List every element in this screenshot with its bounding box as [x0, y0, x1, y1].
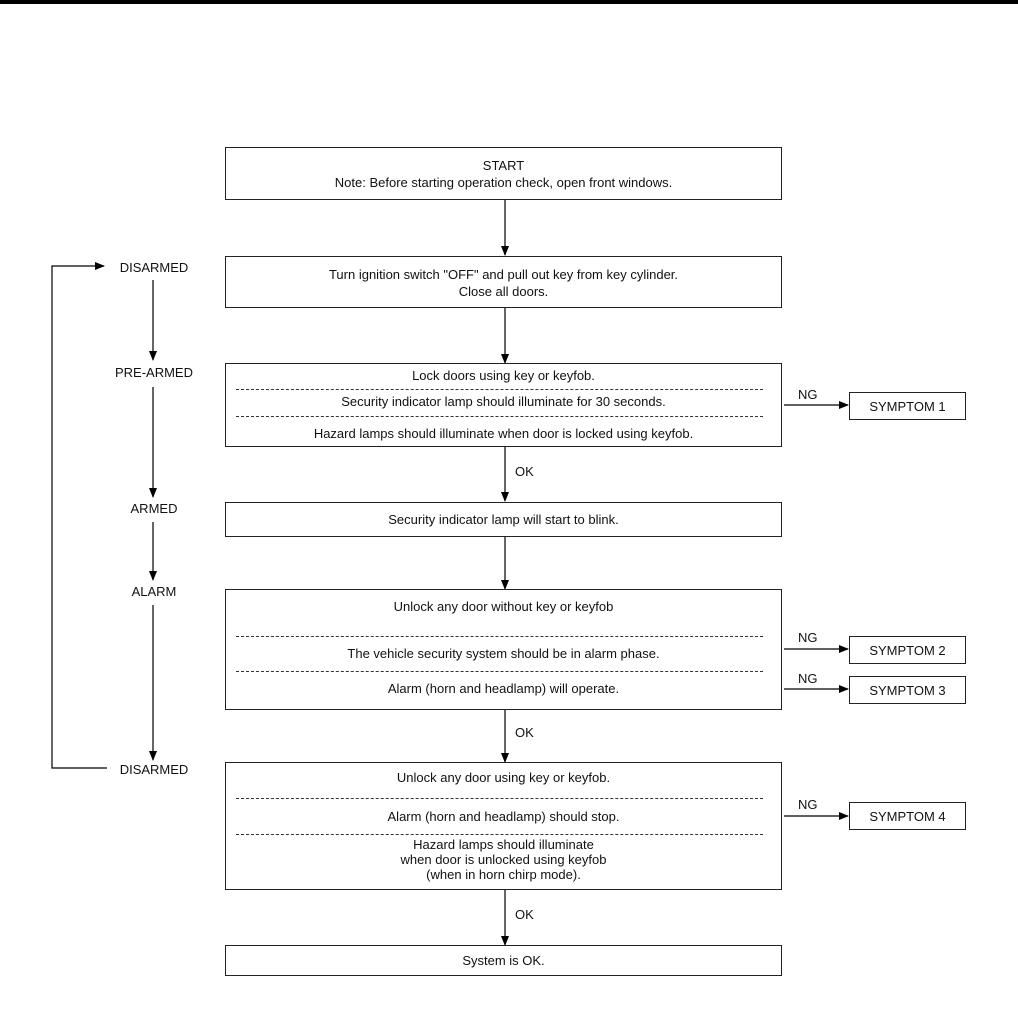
divider: [236, 671, 763, 672]
lock-check-box: Lock doors using key or keyfob. Security…: [225, 363, 782, 447]
ignition-line-1: Turn ignition switch "OFF" and pull out …: [328, 267, 679, 282]
state-armed: ARMED: [130, 501, 178, 516]
unlock-step-3-line-2: when door is unlocked using keyfob: [400, 852, 607, 867]
lock-step-3: Hazard lamps should illuminate when door…: [313, 426, 694, 441]
top-rule: [0, 0, 1018, 4]
ignition-box: Turn ignition switch "OFF" and pull out …: [225, 256, 782, 308]
divider: [236, 834, 763, 835]
state-alarm: ALARM: [131, 584, 177, 599]
ng-label-2: NG: [798, 630, 818, 645]
divider: [236, 636, 763, 637]
ok-label-3: OK: [515, 907, 534, 922]
state-disarmed-top: DISARMED: [119, 260, 189, 275]
unlock-step-2: Alarm (horn and headlamp) should stop.: [387, 809, 620, 824]
start-note: Note: Before starting operation check, o…: [334, 175, 673, 190]
alarm-check-box: Unlock any door without key or keyfob Th…: [225, 589, 782, 710]
lock-step-2: Security indicator lamp should illuminat…: [341, 394, 666, 409]
state-pre-armed: PRE-ARMED: [114, 365, 193, 380]
symptom-3-box: SYMPTOM 3: [849, 676, 966, 704]
lock-step-1: Lock doors using key or keyfob.: [412, 368, 595, 383]
ok-label-2: OK: [515, 725, 534, 740]
ng-label-1: NG: [798, 387, 818, 402]
unlock-check-box: Unlock any door using key or keyfob. Ala…: [225, 762, 782, 890]
symptom-1-box: SYMPTOM 1: [849, 392, 966, 420]
symptom-4-box: SYMPTOM 4: [849, 802, 966, 830]
final-box: System is OK.: [225, 945, 782, 976]
start-title: START: [482, 158, 525, 173]
ok-label-1: OK: [515, 464, 534, 479]
ignition-line-2: Close all doors.: [458, 284, 549, 299]
unlock-step-3-line-1: Hazard lamps should illuminate: [413, 837, 594, 852]
start-box: START Note: Before starting operation ch…: [225, 147, 782, 200]
final-text: System is OK.: [462, 953, 545, 968]
symptom-2-box: SYMPTOM 2: [849, 636, 966, 664]
armed-text: Security indicator lamp will start to bl…: [388, 512, 619, 527]
armed-box: Security indicator lamp will start to bl…: [225, 502, 782, 537]
arrow-loop-back-to-disarmed: [51, 262, 107, 769]
alarm-step-1: Unlock any door without key or keyfob: [393, 599, 614, 614]
state-disarmed-bottom: DISARMED: [119, 762, 189, 777]
alarm-step-3: Alarm (horn and headlamp) will operate.: [387, 681, 620, 696]
divider: [236, 416, 763, 417]
ng-label-3: NG: [798, 671, 818, 686]
divider: [236, 798, 763, 799]
divider: [236, 389, 763, 390]
unlock-step-1: Unlock any door using key or keyfob.: [396, 770, 611, 785]
unlock-step-3-line-3: (when in horn chirp mode).: [426, 867, 581, 882]
alarm-step-2: The vehicle security system should be in…: [347, 646, 660, 661]
ng-label-4: NG: [798, 797, 818, 812]
